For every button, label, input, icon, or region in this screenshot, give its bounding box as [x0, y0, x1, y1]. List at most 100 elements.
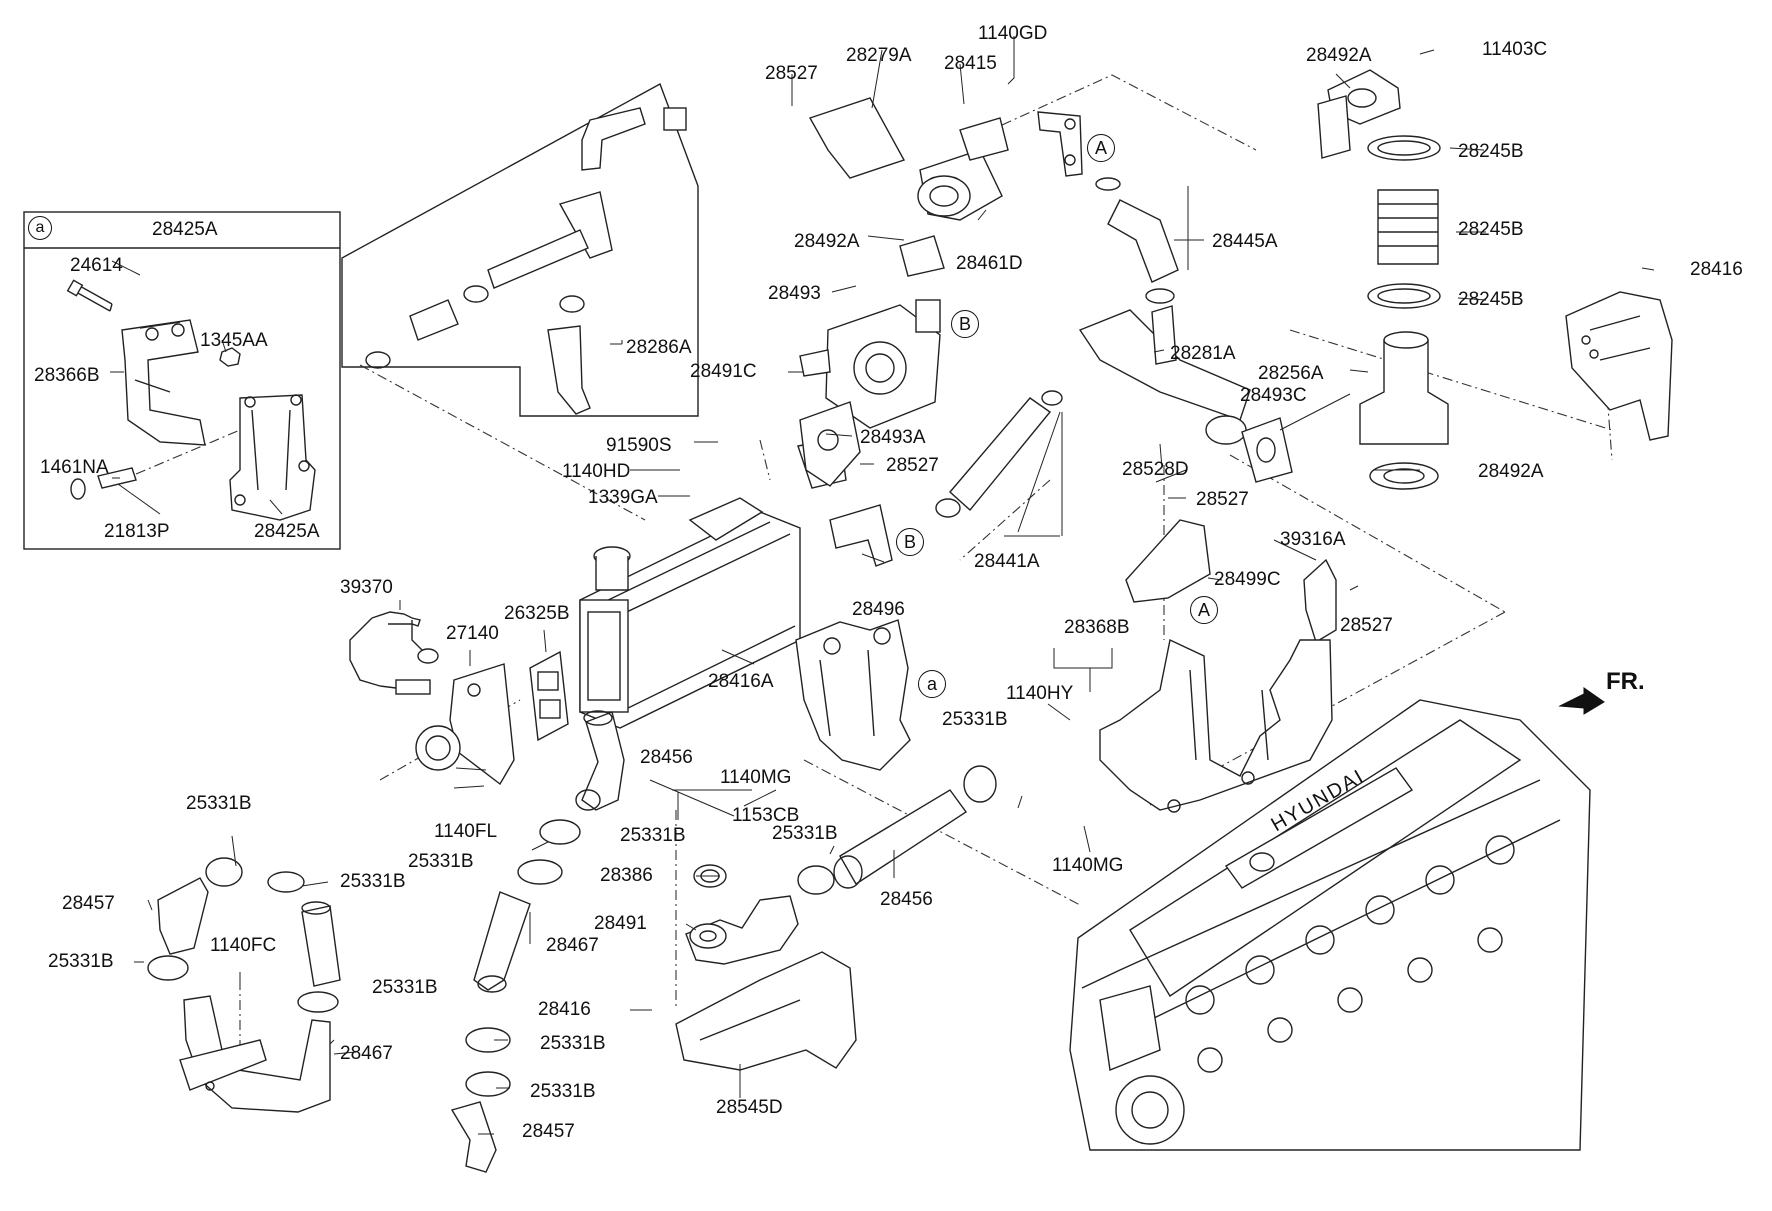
part-label[interactable]: 28279A	[846, 45, 912, 66]
part-label[interactable]: 1140HD	[562, 461, 631, 482]
part-label[interactable]: 26325B	[504, 603, 570, 624]
part-label[interactable]: 25331B	[372, 977, 438, 998]
hose-28456-right	[833, 789, 967, 889]
part-label[interactable]: 25331B	[530, 1081, 596, 1102]
pipe-28467-left	[179, 995, 331, 1113]
part-label[interactable]: 39370	[340, 577, 393, 598]
part-label[interactable]: 1140GD	[978, 23, 1048, 44]
inset-title: 28425A	[152, 219, 218, 240]
part-label[interactable]: 28528D	[1122, 459, 1189, 480]
part-label[interactable]: 28245B	[1458, 141, 1524, 162]
callout-a-mid[interactable]: A	[1190, 596, 1218, 624]
part-label[interactable]: 1140MG	[720, 767, 792, 788]
sensor-39370	[349, 611, 439, 695]
coupling-stack-28245b	[1317, 69, 1449, 490]
part-label[interactable]: 1153CB	[732, 805, 800, 826]
part-label[interactable]: 1140HY	[1006, 683, 1074, 704]
part-label[interactable]: 28467	[340, 1043, 393, 1064]
bracket-28499c	[1125, 519, 1211, 603]
part-label[interactable]: 39316A	[1280, 529, 1346, 550]
callout-b-top[interactable]: B	[951, 310, 979, 338]
part-label[interactable]: 28457	[522, 1121, 575, 1142]
inset-label-28366b: 28366B	[34, 365, 100, 386]
part-label[interactable]: 28245B	[1458, 219, 1524, 240]
part-label[interactable]: 28456	[640, 747, 693, 768]
inset-label-24614: 24614	[70, 255, 123, 276]
gasket-28493a	[799, 401, 861, 487]
part-label[interactable]: 28492A	[794, 231, 860, 252]
inset-frame	[23, 211, 341, 550]
hose-28445a	[1095, 177, 1179, 304]
hose-kit-parts	[365, 107, 687, 415]
callout-b-mid[interactable]: B	[896, 528, 924, 556]
inset-bracket-28366b	[121, 319, 206, 446]
part-label[interactable]: 25331B	[408, 851, 474, 872]
part-label[interactable]: 28527	[1340, 615, 1393, 636]
part-label[interactable]: 28493A	[860, 427, 926, 448]
pipe-stub-upper	[301, 901, 341, 987]
bracket-28368b	[1099, 638, 1333, 813]
part-label[interactable]: 28456	[880, 889, 933, 910]
pipe-28281a	[1078, 305, 1293, 483]
inset-label-21813p: 21813P	[104, 521, 170, 542]
inset-callout-a: a	[28, 216, 52, 240]
part-label[interactable]: 28527	[765, 63, 818, 84]
hose-28457-left	[157, 877, 209, 955]
part-label[interactable]: 28527	[1196, 489, 1249, 510]
inset-bracket-28425a	[229, 394, 316, 521]
engine-block	[1069, 699, 1591, 1151]
part-label[interactable]: 28492A	[1306, 45, 1372, 66]
bracket-28425a-main	[795, 619, 911, 771]
part-label[interactable]: 25331B	[942, 709, 1008, 730]
hose-28456-left	[575, 710, 625, 811]
part-label[interactable]: 11403C	[1482, 39, 1548, 60]
hose-28441a	[935, 390, 1063, 518]
part-label[interactable]: 28256A	[1258, 363, 1324, 384]
part-label[interactable]: 1140FC	[210, 935, 277, 956]
part-label[interactable]: 25331B	[540, 1033, 606, 1054]
part-label[interactable]: 25331B	[620, 825, 686, 846]
inset-label-1345aa: 1345AA	[200, 330, 268, 351]
part-label[interactable]: 1140MG	[1052, 855, 1124, 876]
part-label[interactable]: 28491C	[690, 361, 757, 382]
part-label[interactable]: 28416A	[708, 671, 774, 692]
egr-cooler-28416a	[579, 497, 801, 729]
part-label[interactable]: 28281A	[1170, 343, 1236, 364]
part-label[interactable]: 28368B	[1064, 617, 1130, 638]
part-label[interactable]: 27140	[446, 623, 499, 644]
part-label[interactable]: 25331B	[772, 823, 838, 844]
heat-shield-28545d	[675, 951, 857, 1071]
part-label[interactable]: 28416	[538, 999, 591, 1020]
part-label[interactable]: 28491	[594, 913, 647, 934]
part-label[interactable]: 28286A	[626, 337, 692, 358]
part-label[interactable]: 28445A	[1212, 231, 1278, 252]
callout-a-lower[interactable]: a	[918, 670, 946, 698]
part-label[interactable]: 28245B	[1458, 289, 1524, 310]
part-label[interactable]: 1339GA	[588, 487, 658, 508]
part-label[interactable]: 28461D	[956, 253, 1023, 274]
part-label[interactable]: 28386	[600, 865, 653, 886]
part-label[interactable]: 28415	[944, 53, 997, 74]
part-label[interactable]: 25331B	[186, 793, 252, 814]
part-label[interactable]: 28441A	[974, 551, 1040, 572]
inset-bolt-24614	[66, 279, 113, 312]
part-label[interactable]: 28492A	[1478, 461, 1544, 482]
inset-nut-1345aa	[219, 347, 241, 367]
part-label[interactable]: 28416	[1690, 259, 1743, 280]
part-label[interactable]: 91590S	[606, 435, 672, 456]
part-label[interactable]: 28545D	[716, 1097, 783, 1118]
clamp-set-25331b	[147, 765, 997, 1097]
part-label[interactable]: 28499C	[1214, 569, 1281, 590]
part-label[interactable]: 28496	[852, 599, 905, 620]
part-label[interactable]: 1140FL	[434, 821, 498, 842]
callout-a-top[interactable]: A	[1087, 134, 1115, 162]
part-label[interactable]: 25331B	[48, 951, 114, 972]
inset-label-1461na: 1461NA	[40, 457, 109, 478]
part-label[interactable]: 28457	[62, 893, 115, 914]
part-label[interactable]: 28467	[546, 935, 599, 956]
part-label[interactable]: 28493C	[1240, 385, 1307, 406]
part-label[interactable]: 28527	[886, 455, 939, 476]
gasket-26325b	[529, 650, 569, 742]
part-label[interactable]: 28493	[768, 283, 821, 304]
part-label[interactable]: 25331B	[340, 871, 406, 892]
